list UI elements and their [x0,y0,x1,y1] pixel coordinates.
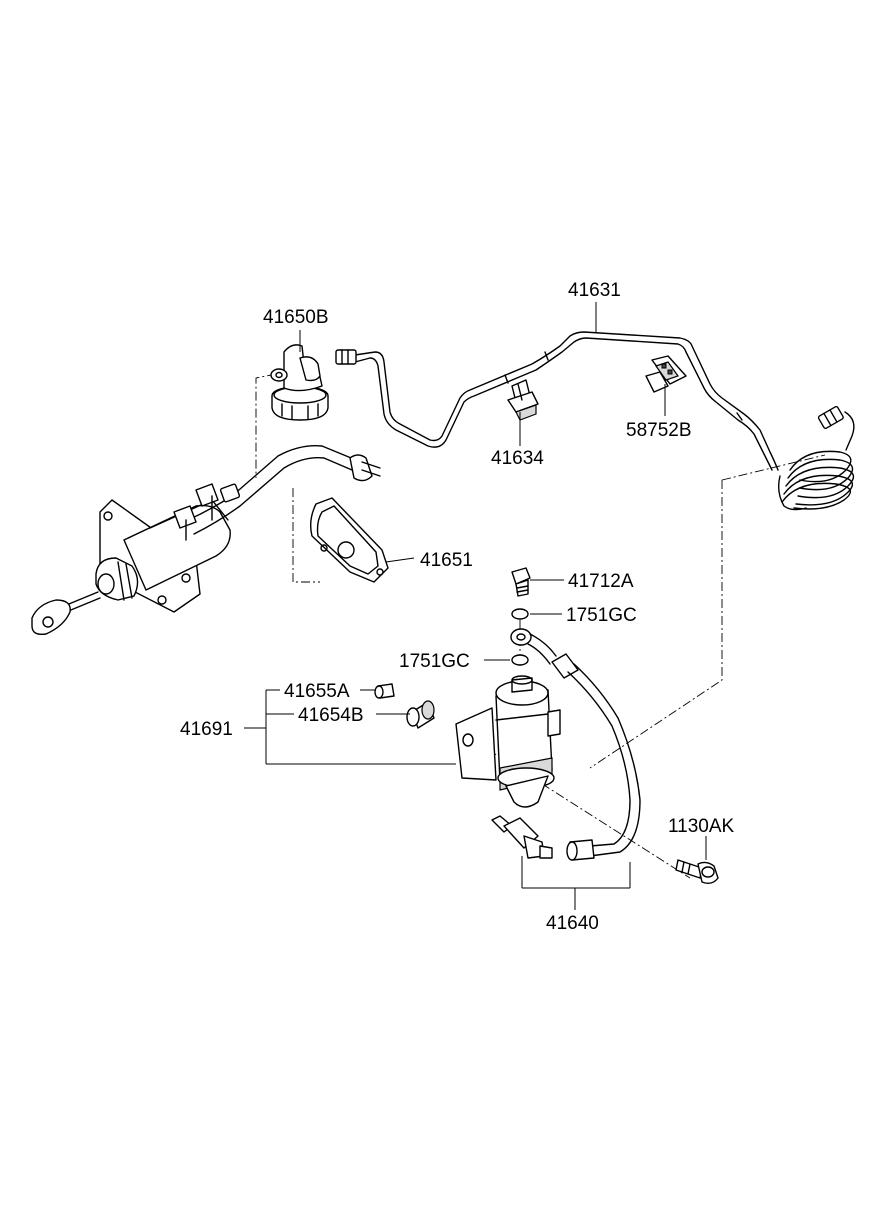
gasket-41651 [309,497,389,583]
leader-lines [244,302,707,910]
label-41634: 41634 [491,448,544,469]
washer-1751GC-upper [511,608,529,620]
pushrod-boot-41655A [374,683,395,699]
seal-41654B [406,700,435,729]
reservoir-cap-41650B [270,344,329,421]
label-58752B: 58752B [626,420,692,441]
clutch-hose-41640 [510,628,641,861]
hose-fitting-41640 [491,815,553,859]
clip-58752B [645,355,687,393]
clutch-master-cylinder [31,445,381,636]
label-1751GC-upper: 1751GC [566,605,637,626]
washer-1751GC-lower [511,654,529,666]
label-41640: 41640 [546,913,599,934]
label-1751GC-lower: 1751GC [399,651,470,672]
label-1130AK: 1130AK [668,816,735,837]
clutch-tube-41631 [335,331,855,511]
bleeder-bolt-41712A [511,567,531,597]
label-41712A: 41712A [568,571,634,592]
label-41654B: 41654B [298,705,364,726]
label-41651: 41651 [420,550,473,571]
label-41655A: 41655A [284,681,350,702]
bolt-1130AK [675,859,719,885]
label-41691: 41691 [180,719,233,740]
label-41631: 41631 [568,280,621,301]
tube-coil [777,450,855,511]
clip-41634 [507,379,539,421]
release-cylinder-41691 [455,675,561,808]
label-41650B: 41650B [263,307,329,328]
